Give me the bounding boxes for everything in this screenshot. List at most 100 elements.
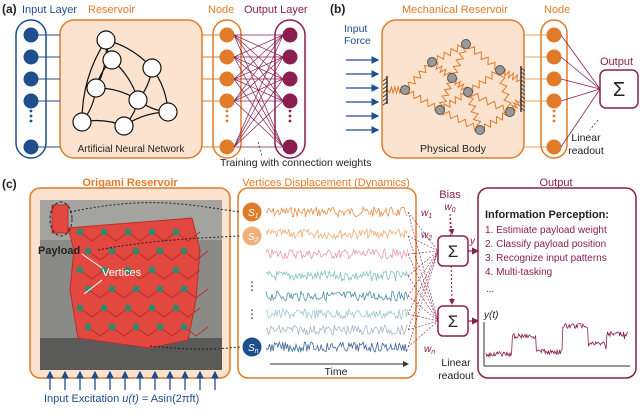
origami-structure xyxy=(51,204,209,349)
displacement-trace xyxy=(265,227,408,241)
training-note: Training with connection weights xyxy=(220,157,371,169)
state-nodes-dots: ⋮ xyxy=(246,279,258,293)
weight-line xyxy=(233,100,284,148)
connection-weights xyxy=(38,34,284,148)
yt-label: y(t) xyxy=(483,310,498,321)
reservoir-node xyxy=(219,71,235,87)
spring-icon xyxy=(449,43,467,79)
vertex-marker xyxy=(84,285,92,293)
reservoir-node xyxy=(219,93,235,109)
input-force-line2: Force xyxy=(344,35,371,47)
node-column-b-dots xyxy=(546,27,562,155)
dynamics-title: Vertices Displacement (Dynamics) xyxy=(242,177,410,189)
output-title-c: Output xyxy=(539,177,572,189)
origami-fold xyxy=(183,250,209,261)
vertex-marker xyxy=(76,304,84,312)
readout-line xyxy=(407,250,439,277)
wall-hatch xyxy=(520,71,526,76)
origami-fold xyxy=(103,231,129,242)
input-node xyxy=(23,93,39,109)
origami-fold xyxy=(103,307,129,318)
reservoir-node xyxy=(219,49,235,65)
input-node-ellipsis xyxy=(29,114,33,118)
weight-w2: w2 xyxy=(421,230,432,242)
displacement-trace xyxy=(265,307,408,320)
sum-icon-c1: Σ xyxy=(448,242,459,261)
mass-node xyxy=(427,57,437,67)
spring-network xyxy=(382,39,526,135)
vertex-marker xyxy=(148,228,156,236)
origami-fold xyxy=(183,326,209,337)
origami-body xyxy=(67,217,201,349)
readout-line xyxy=(407,250,439,331)
output-signal xyxy=(485,323,628,358)
vertex-marker xyxy=(132,285,140,293)
spring-icon xyxy=(438,77,455,111)
body-node xyxy=(546,27,562,43)
spring-icon xyxy=(404,61,433,91)
wall-hatch xyxy=(382,93,388,98)
origami-fold xyxy=(159,250,185,261)
mass-node xyxy=(475,125,485,135)
state-nodes-dots-2: ⋮ xyxy=(246,307,258,321)
weight-line xyxy=(233,34,284,148)
vertex-marker xyxy=(132,323,140,331)
wall-hatch xyxy=(382,89,388,94)
reservoir-node-ellipsis xyxy=(225,119,229,123)
origami-fold xyxy=(159,326,185,337)
vertex-marker xyxy=(76,228,84,236)
input-layer-box xyxy=(15,19,47,159)
input-excitation-arrows xyxy=(46,370,219,390)
info-item-1: 1. Estimiate payload weight xyxy=(485,225,607,236)
network-neuron xyxy=(158,102,178,122)
weight-line xyxy=(233,78,284,102)
origami-fold xyxy=(135,250,161,261)
vertex-marker xyxy=(124,228,132,236)
state-node xyxy=(241,201,263,223)
vertex-marker xyxy=(100,266,108,274)
input-force-arrows xyxy=(346,56,380,134)
spring-icon xyxy=(467,91,511,114)
wall-hatch xyxy=(520,83,526,88)
panel-a: (a) Input Layer Reservoir Node Output La… xyxy=(2,2,371,169)
network-neuron xyxy=(86,78,106,98)
origami-fold xyxy=(175,307,201,318)
output-node-ellipsis xyxy=(288,109,292,113)
spring-icon xyxy=(439,91,469,112)
weight-w1: w1 xyxy=(421,208,432,220)
info-item-4: 4. Multi-tasking xyxy=(485,267,552,278)
vertex-marker xyxy=(172,228,180,236)
reservoir-node-ellipsis xyxy=(225,114,229,118)
spring-icon xyxy=(467,69,501,93)
readout-line xyxy=(407,250,439,255)
output-node xyxy=(282,49,298,65)
displacement-trace xyxy=(265,324,408,336)
output-node-ellipsis xyxy=(288,114,292,118)
sum-icon-c2: Σ xyxy=(448,312,459,331)
readout-line xyxy=(407,320,439,331)
weight-line xyxy=(233,34,284,102)
readout-line xyxy=(407,295,439,322)
sum-box-c2 xyxy=(437,305,469,337)
weight-line xyxy=(233,78,284,148)
readout-line xyxy=(407,250,439,348)
mass-node xyxy=(505,107,515,117)
weight-line xyxy=(233,34,284,80)
vertex-marker xyxy=(156,323,164,331)
wall-hatch xyxy=(382,85,388,90)
vertex-marker xyxy=(156,247,164,255)
wall-hatch xyxy=(520,91,526,96)
panel-a-letter: (a) xyxy=(2,2,17,16)
origami-fold xyxy=(151,307,177,318)
wall-hatch xyxy=(382,101,388,106)
physical-body-caption: Physical Body xyxy=(420,143,487,155)
wall-hatch xyxy=(520,87,526,92)
linear-readout-b-line2: readout xyxy=(568,145,604,157)
wall-hatch xyxy=(520,95,526,100)
reservoir-node-ellipsis xyxy=(225,109,229,113)
reservoir-box xyxy=(59,19,203,159)
linear-readout-c-line1: Linear xyxy=(441,357,471,369)
output-node xyxy=(282,27,298,43)
spring-icon xyxy=(479,111,511,132)
dynamics-box xyxy=(237,187,417,379)
